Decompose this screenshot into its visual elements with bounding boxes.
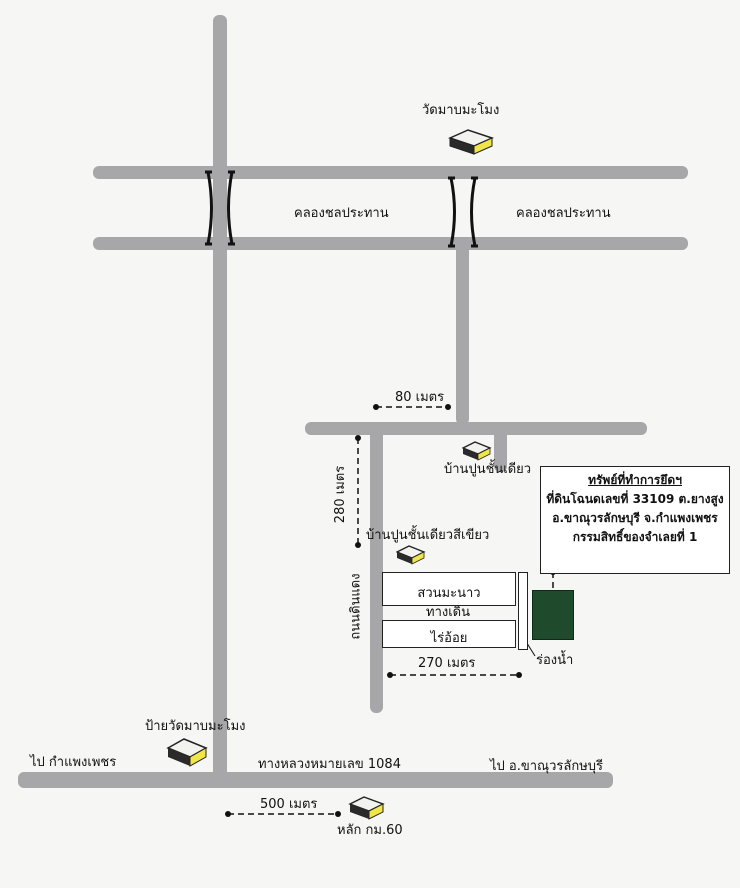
property-line-2: อ.ขาณุวรลักษบุรี จ.กำแพงเพชร: [552, 511, 718, 525]
bridge-left: [205, 170, 235, 246]
highway-label: ทางหลวงหมายเลข 1084: [258, 757, 401, 772]
temple-label: วัดมาบมะโมง: [422, 103, 500, 118]
house-one-storey-label: บ้านปูนชั้นเดียว: [444, 462, 532, 477]
ditch-strip: [518, 572, 528, 650]
distance-80-start: [373, 404, 379, 410]
lime-garden-plot: สวนมะนาว: [382, 572, 516, 606]
canal-road-lower: [93, 237, 688, 250]
distance-500-label: 500 เมตร: [260, 797, 318, 812]
walkway-label: ทางเดิน: [426, 605, 470, 620]
canal-label-left: คลองชลประทาน: [294, 206, 389, 221]
km-post-icon: [348, 796, 385, 820]
cane-field-label: ไร่อ้อย: [430, 631, 468, 646]
canal-road-upper: [93, 166, 688, 179]
main-vertical-road: [213, 15, 227, 785]
house-green-icon: [396, 545, 426, 565]
distance-280-start: [355, 435, 361, 441]
distance-500-start: [225, 811, 231, 817]
distance-80-label: 80 เมตร: [395, 390, 445, 405]
to-kamphaeng-phet-label: ไป กำแพงเพชร: [30, 755, 117, 770]
side-road-stub: [494, 428, 507, 472]
house-green-label: บ้านปูนชั้นเดียวสีเขียว: [366, 528, 490, 543]
property-info-box: ทรัพย์ที่ทำการยึดฯ ที่ดินโฉนดเลขที่ 3310…: [540, 466, 730, 574]
distance-270-label: 270 เมตร: [418, 656, 476, 671]
lime-garden-label: สวนมะนาว: [417, 586, 481, 601]
ditch-label: ร่องน้ำ: [536, 653, 574, 668]
property-line-3: กรรมสิทธิ์ของจำเลยที่ 1: [572, 530, 698, 544]
distance-500-end: [335, 811, 341, 817]
km-post-label: หลัก กม.60: [337, 823, 403, 838]
distance-270-start: [387, 672, 393, 678]
bridge-right: [448, 176, 478, 248]
to-khanu-label: ไป อ.ขาณุวรลักษบุรี: [490, 759, 604, 774]
distance-280-end: [355, 542, 361, 548]
highway-1084: [18, 772, 613, 788]
dirt-road-label: ถนนดินแดง: [348, 573, 364, 640]
secondary-vertical-road: [456, 245, 469, 425]
distance-270-end: [516, 672, 522, 678]
distance-80-end: [445, 404, 451, 410]
temple-sign-label: ป้ายวัดมาบมะโมง: [145, 719, 246, 734]
temple-sign-icon: [166, 738, 208, 767]
house-one-storey-icon: [462, 441, 492, 461]
property-title: ทรัพย์ที่ทำการยึดฯ: [588, 473, 682, 487]
property-parcel[interactable]: [532, 590, 574, 640]
dirt-road-vertical: [370, 428, 383, 713]
canal-label-right: คลองชลประทาน: [516, 206, 611, 221]
cane-field-plot: ไร่อ้อย: [382, 620, 516, 648]
property-line-1: ที่ดินโฉนดเลขที่ 33109 ต.ยางสูง: [546, 492, 724, 506]
distance-280-label: 280 เมตร: [333, 465, 349, 524]
side-road-horizontal: [305, 422, 647, 435]
temple-landmark-icon: [448, 129, 495, 155]
